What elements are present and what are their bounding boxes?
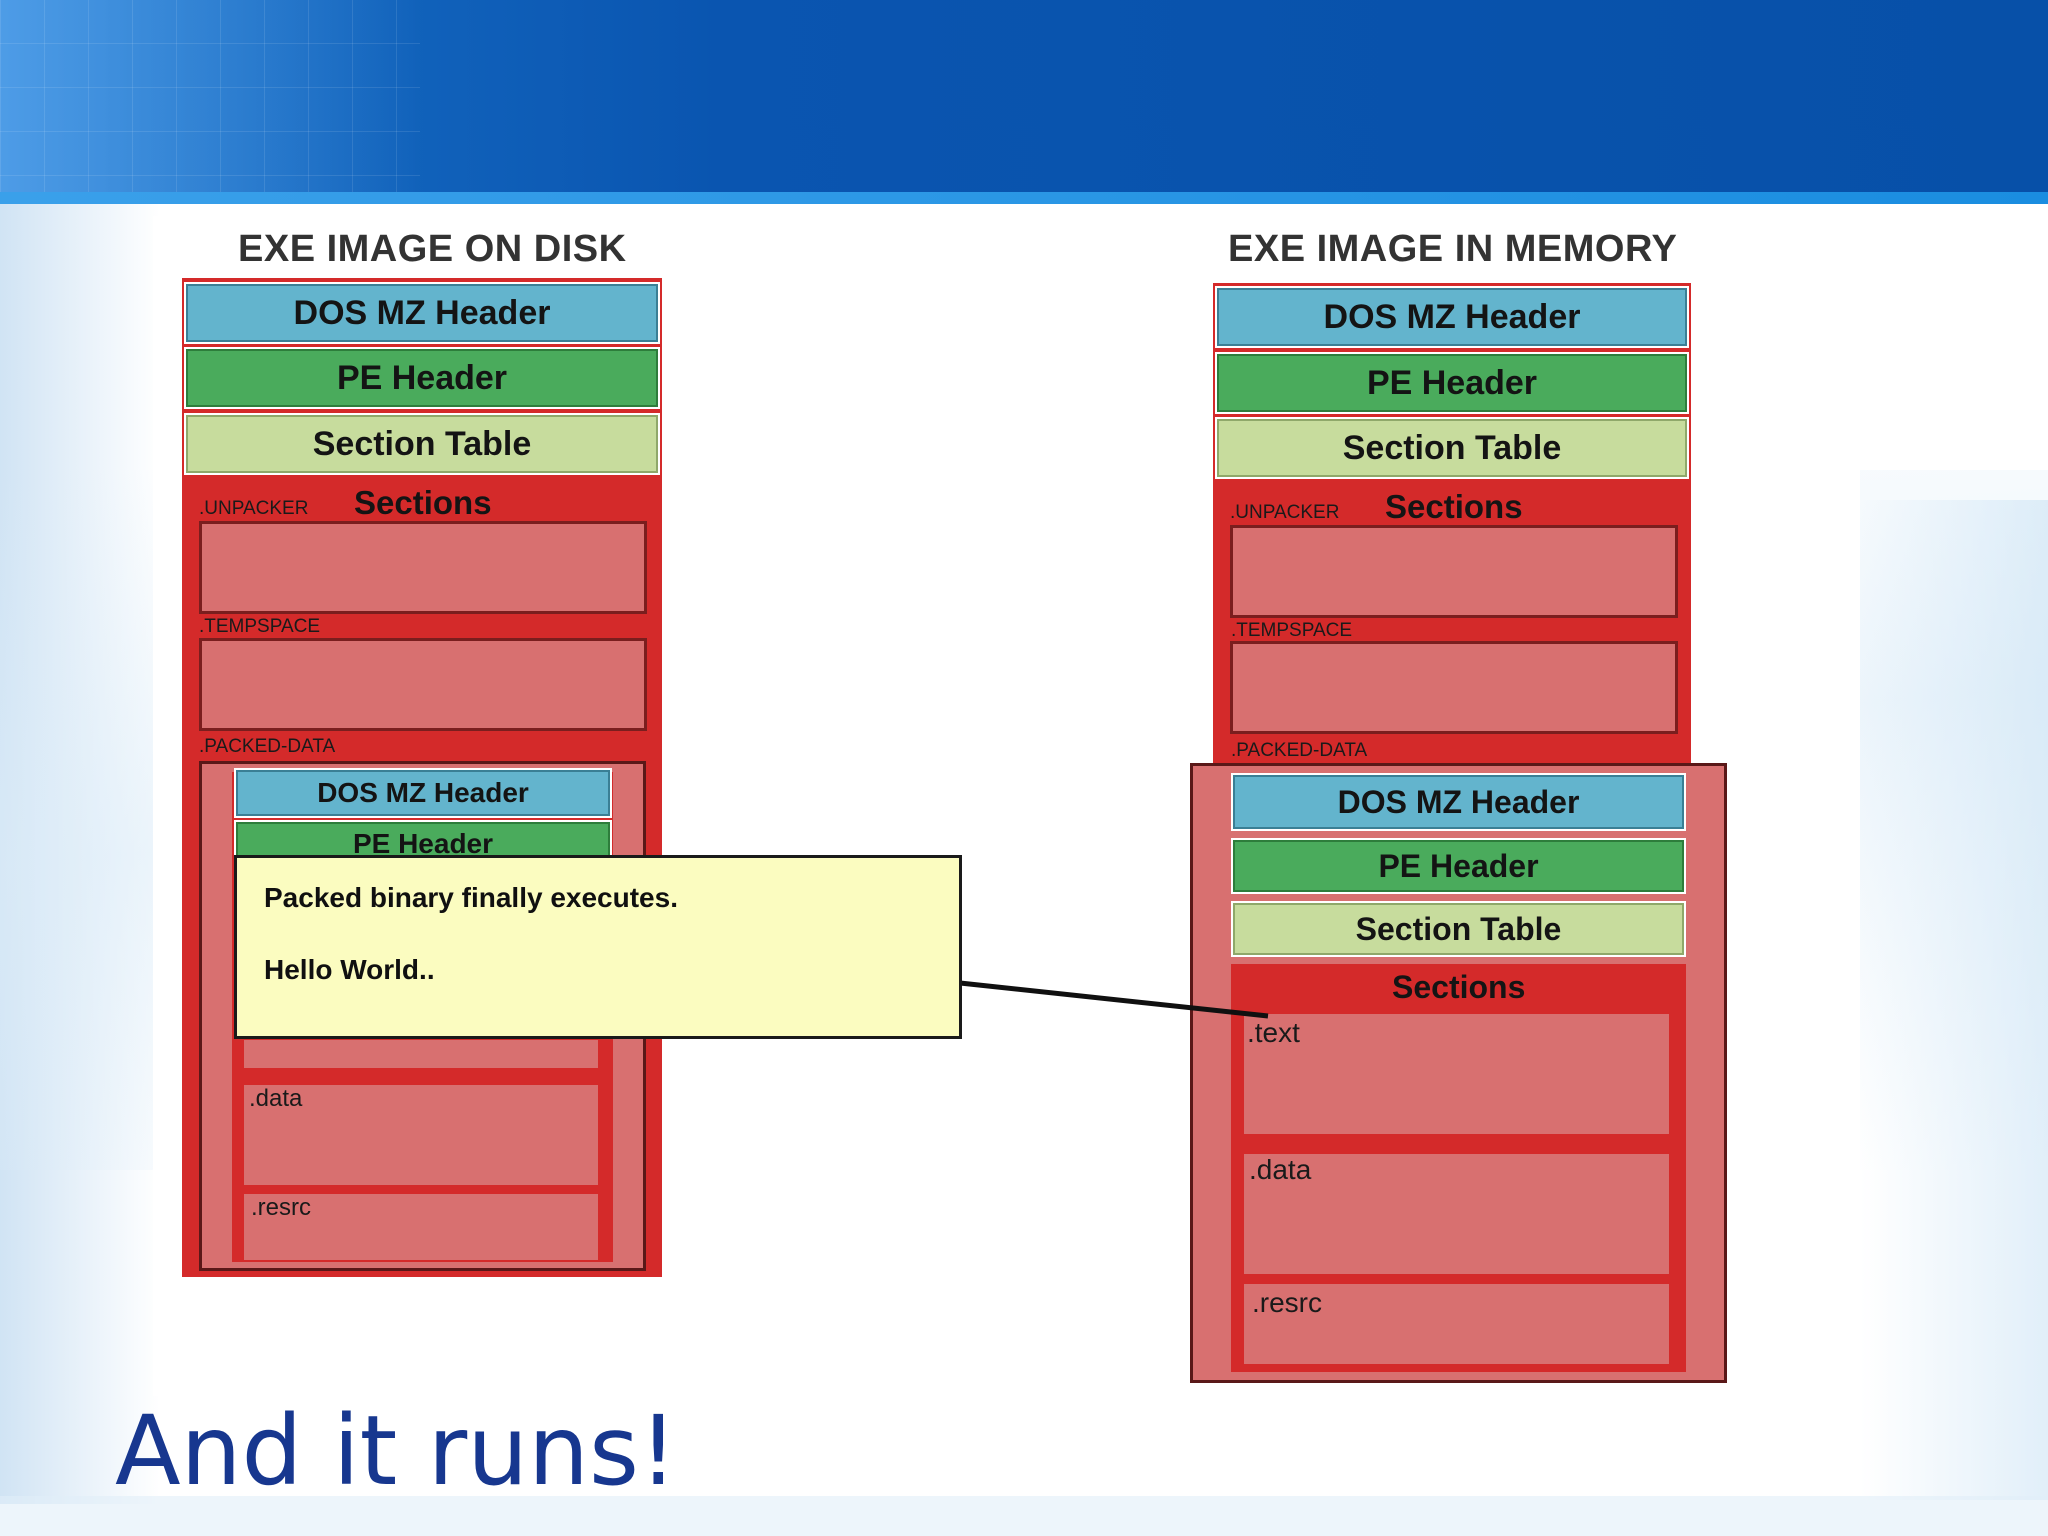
disk-pe-header: PE Header — [184, 347, 660, 409]
memory-image-title: EXE IMAGE IN MEMORY — [1228, 228, 1678, 270]
callout-line-1: Packed binary finally executes. — [264, 882, 678, 913]
memory-packed-data-label: .PACKED-DATA — [1231, 740, 1368, 761]
bottom-background-band — [0, 1496, 2048, 1536]
memory-unpacked-section-table: Section Table — [1231, 901, 1686, 957]
memory-unpacker-label: .UNPACKER — [1230, 502, 1340, 523]
memory-resrc-label: .resrc — [1252, 1287, 1322, 1318]
disk-packed-dos-mz-header: DOS MZ Header — [234, 768, 612, 818]
disk-tempspace-label: .TEMPSPACE — [199, 616, 321, 637]
disk-packed-text-section — [244, 1040, 598, 1068]
disk-tempspace-section — [199, 638, 647, 731]
disk-image-title: EXE IMAGE ON DISK — [238, 228, 627, 270]
header-tile-pattern — [0, 0, 420, 192]
execution-callout: Packed binary finally executes. Hello Wo… — [234, 855, 962, 1039]
memory-sections-heading: Sections — [1385, 488, 1523, 525]
memory-text-section — [1244, 1014, 1669, 1134]
slide-title: And it runs! — [115, 1395, 678, 1507]
header-accent-line — [0, 192, 2048, 204]
disk-unpacker-section — [199, 521, 647, 614]
memory-section-table: Section Table — [1215, 417, 1689, 479]
right-background-fade — [1860, 500, 2048, 1500]
disk-dos-mz-header: DOS MZ Header — [184, 282, 660, 344]
memory-pe-header: PE Header — [1215, 352, 1689, 414]
memory-text-label: .text — [1247, 1017, 1300, 1048]
memory-unpacked-dos-mz-header: DOS MZ Header — [1231, 773, 1686, 831]
disk-section-table: Section Table — [184, 413, 660, 475]
memory-unpacked-pe-header: PE Header — [1231, 838, 1686, 894]
disk-packed-resrc-label: .resrc — [251, 1194, 311, 1221]
disk-sections-heading: Sections — [354, 484, 492, 521]
memory-resrc-section — [1244, 1284, 1669, 1364]
memory-tempspace-label: .TEMPSPACE — [1231, 620, 1353, 641]
callout-line-2: Hello World.. — [264, 954, 435, 985]
memory-dos-mz-header: DOS MZ Header — [1215, 286, 1689, 348]
disk-unpacker-label: .UNPACKER — [199, 498, 309, 519]
disk-packed-data-subsection — [244, 1085, 598, 1185]
callout-pointer-line — [959, 980, 1269, 1019]
memory-data-label: .data — [1249, 1154, 1312, 1185]
memory-unpacker-section — [1230, 525, 1678, 618]
memory-unpacked-sections-heading: Sections — [1392, 969, 1526, 1005]
disk-packed-data-label: .PACKED-DATA — [199, 736, 336, 757]
disk-packed-data-label-text: .data — [249, 1085, 303, 1112]
memory-data-section — [1244, 1154, 1669, 1274]
memory-tempspace-section — [1230, 641, 1678, 734]
disk-packed-resrc-section — [244, 1194, 598, 1260]
